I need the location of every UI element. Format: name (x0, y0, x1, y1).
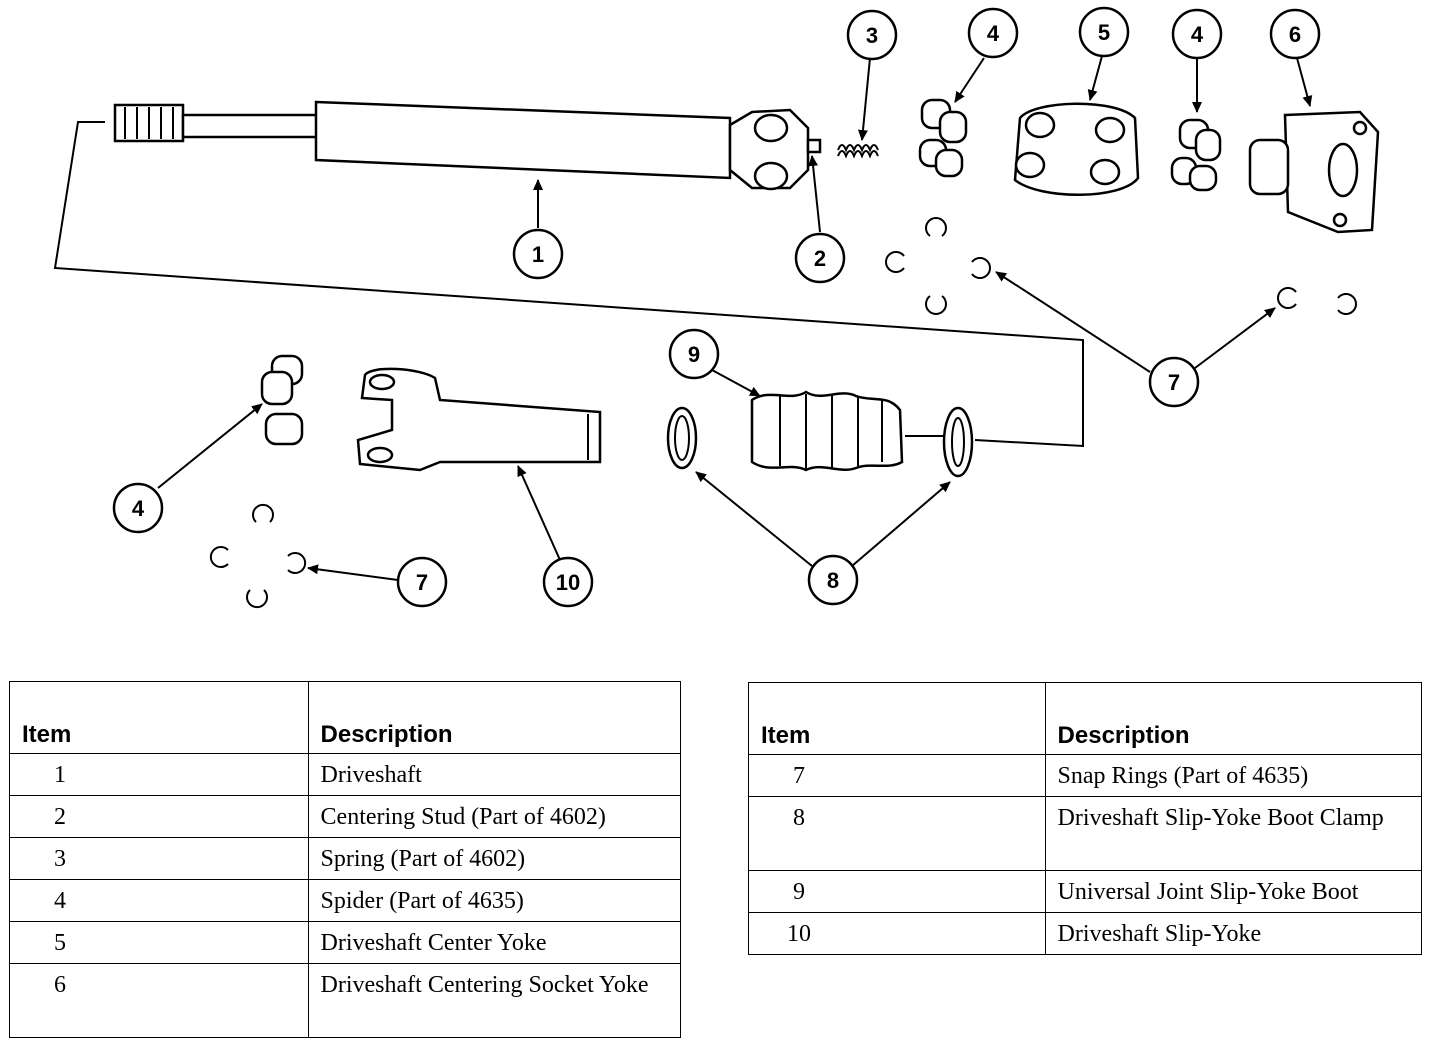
item-description: Driveshaft Slip-Yoke Boot Clamp (1044, 796, 1423, 871)
spider-part-upper (918, 98, 968, 178)
leader-2 (808, 155, 821, 233)
leader-3 (857, 57, 871, 141)
boot-clamp-left (666, 406, 698, 470)
item-number: 1 (9, 753, 309, 796)
callout-4b: 4 (1171, 8, 1223, 60)
assembly-bracket-line (53, 121, 1084, 448)
centering-socket-yoke-part (1248, 110, 1380, 234)
leader-7b (1194, 307, 1276, 369)
item-header: Item (748, 682, 1046, 755)
leader-8a (695, 471, 813, 567)
svg-text:7: 7 (1168, 370, 1180, 395)
driveshaft-part (113, 100, 822, 191)
leader-8b (851, 481, 951, 567)
table-row: 8 Driveshaft Slip-Yoke Boot Clamp (748, 796, 1423, 871)
callout-5: 5 (1078, 6, 1130, 58)
item-number: 9 (748, 870, 1046, 913)
callout-4a: 4 (967, 7, 1019, 59)
svg-text:9: 9 (688, 342, 700, 367)
item-description: Centering Stud (Part of 4602) (307, 795, 682, 838)
table-row: 4 Spider (Part of 4635) (9, 879, 682, 922)
callout-8: 8 (807, 554, 859, 606)
table-row: 3 Spring (Part of 4602) (9, 837, 682, 880)
parts-table-left: Item Description 1 Driveshaft 2 Centerin… (9, 681, 682, 1038)
parts-table-right: Item Description 7 Snap Rings (Part of 4… (748, 682, 1423, 955)
table-header-row: Item Description (748, 682, 1423, 755)
item-header: Item (9, 681, 309, 754)
svg-text:7: 7 (416, 570, 428, 595)
svg-text:4: 4 (987, 21, 1000, 46)
item-description: Snap Rings (Part of 4635) (1044, 754, 1423, 797)
svg-text:4: 4 (132, 496, 145, 521)
svg-text:6: 6 (1289, 22, 1301, 47)
table-row: 7 Snap Rings (Part of 4635) (748, 754, 1423, 797)
description-header: Description (1044, 682, 1423, 755)
svg-text:10: 10 (556, 570, 580, 595)
leader-9 (711, 369, 761, 397)
callout-6: 6 (1269, 8, 1321, 60)
svg-text:8: 8 (827, 568, 839, 593)
spring-part (837, 144, 879, 159)
leader-4a (954, 57, 985, 103)
callout-9: 9 (668, 328, 720, 380)
item-number: 4 (9, 879, 309, 922)
svg-text:1: 1 (532, 242, 544, 267)
callout-3: 3 (846, 9, 898, 61)
item-number: 8 (748, 796, 1046, 871)
item-description: Universal Joint Slip-Yoke Boot (1044, 870, 1423, 913)
svg-text:2: 2 (814, 246, 826, 271)
leader-7a (995, 271, 1151, 373)
svg-text:3: 3 (866, 23, 878, 48)
item-description: Spring (Part of 4602) (307, 837, 682, 880)
center-yoke-part (1013, 102, 1140, 196)
item-number: 7 (748, 754, 1046, 797)
leader-7c (307, 564, 399, 581)
item-description: Driveshaft (307, 753, 682, 796)
item-description: Driveshaft Centering Socket Yoke (307, 963, 682, 1038)
item-description: Driveshaft Center Yoke (307, 921, 682, 964)
spider-part-left (260, 354, 304, 446)
leader-4c (157, 403, 263, 489)
table-header-row: Item Description (9, 681, 682, 754)
leader-5 (1087, 55, 1103, 101)
spider-part-right (1170, 118, 1222, 192)
item-description: Spider (Part of 4635) (307, 879, 682, 922)
table-row: 9 Universal Joint Slip-Yoke Boot (748, 870, 1423, 913)
callout-2: 2 (794, 232, 846, 284)
table-row: 10 Driveshaft Slip-Yoke (748, 912, 1423, 955)
item-number: 3 (9, 837, 309, 880)
item-number: 2 (9, 795, 309, 838)
svg-text:4: 4 (1191, 22, 1204, 47)
table-row: 5 Driveshaft Center Yoke (9, 921, 682, 964)
snap-rings-upper (885, 217, 1357, 315)
item-description: Driveshaft Slip-Yoke (1044, 912, 1423, 955)
table-row: 1 Driveshaft (9, 753, 682, 796)
slip-yoke-part (356, 367, 602, 472)
leader-10 (517, 465, 561, 561)
callout-7a: 7 (1148, 356, 1200, 408)
slip-yoke-boot-part (750, 390, 904, 472)
callout-4c: 4 (112, 482, 164, 534)
callout-10: 10 (542, 556, 594, 608)
callout-7b: 7 (396, 556, 448, 608)
exploded-driveshaft-diagram: 1 2 3 4 5 4 6 7 4 9 10 7 8 (53, 6, 1380, 609)
item-number: 6 (9, 963, 309, 1038)
table-row: 2 Centering Stud (Part of 4602) (9, 795, 682, 838)
description-header: Description (307, 681, 682, 754)
item-number: 5 (9, 921, 309, 964)
boot-clamp-right (905, 406, 974, 478)
svg-text:5: 5 (1098, 20, 1110, 45)
table-row: 6 Driveshaft Centering Socket Yoke (9, 963, 682, 1038)
leader-6 (1296, 57, 1313, 107)
snap-rings-lower (209, 503, 307, 609)
item-number: 10 (748, 912, 1046, 955)
callout-1: 1 (512, 228, 564, 280)
